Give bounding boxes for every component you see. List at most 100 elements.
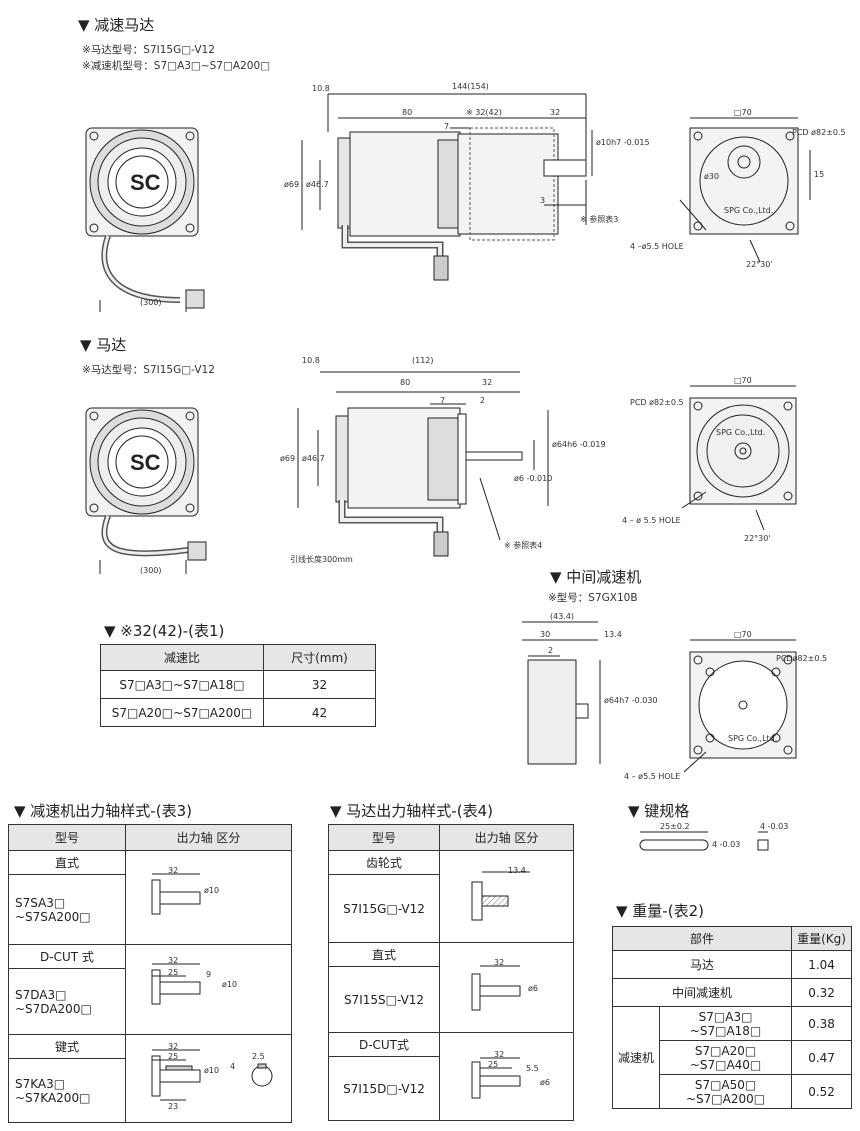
m-ref4: ※ 参照表4 bbox=[504, 541, 543, 550]
gm-dim-shaft: ø10h7 -0.015 bbox=[596, 138, 650, 147]
table1-header: 减速比 bbox=[100, 644, 264, 671]
gh-dim-434: (43.4) bbox=[550, 612, 575, 621]
gearmotor-note1: ※马达型号：S7I15G□-V12 bbox=[82, 44, 215, 56]
weight-cell: 马达 bbox=[611, 950, 793, 979]
table3-title: ▼ 减速机出力轴样式-(表3) bbox=[14, 802, 192, 820]
table4-sketch-cell bbox=[439, 850, 574, 943]
gm-dim-467: ø46.7 bbox=[306, 180, 329, 189]
m-sq70: □70 bbox=[734, 376, 752, 385]
table3-model-line: S7SA3□ bbox=[15, 895, 66, 910]
m-dim-6: ø6 -0.010 bbox=[514, 474, 553, 483]
gm-dim-32: 32 bbox=[550, 108, 561, 117]
table3-model-line: ~S7DA200□ bbox=[15, 1001, 92, 1016]
svg-text:SC: SC bbox=[130, 450, 161, 475]
t3-s2-d1: 32 bbox=[168, 1042, 179, 1051]
m-dim-2: 2 bbox=[480, 396, 486, 405]
gm-d30: ø30 bbox=[704, 172, 720, 181]
gm-dim-144: 144(154) bbox=[452, 82, 489, 91]
key-len: 25±0.2 bbox=[660, 822, 690, 831]
m-dim-69: ø69 bbox=[280, 454, 296, 463]
gh-dim-2: 2 bbox=[548, 646, 554, 655]
table1-cell: S7□A20□~S7□A200□ bbox=[100, 698, 264, 727]
m-dim-467: ø46.7 bbox=[302, 454, 325, 463]
table4-sketch-cell bbox=[439, 942, 574, 1033]
key-sketch bbox=[639, 831, 769, 851]
gm-cable: (300) bbox=[140, 298, 162, 307]
weight-cell: 0.47 bbox=[791, 1040, 852, 1075]
gearmotor-front-view bbox=[85, 127, 205, 312]
table3-model: S7DA3□ ~S7DA200□ bbox=[8, 968, 126, 1035]
table4-header: 型号 bbox=[328, 824, 440, 851]
t3-s2-d6: 2.5 bbox=[252, 1052, 265, 1061]
motor-title: ▼ 马达 bbox=[80, 336, 127, 354]
weight-cell: S7□A50□ ~S7□A200□ bbox=[658, 1074, 793, 1109]
gh-dim-64: ø64h7 -0.030 bbox=[604, 696, 658, 705]
motor-flange-view bbox=[681, 385, 797, 531]
table3-model-line: ~S7SA200□ bbox=[15, 909, 91, 924]
gearmotor-flange-view bbox=[679, 117, 811, 263]
gearhead-flange-view bbox=[683, 639, 797, 773]
gh-brand: SPG Co.,Ltd. bbox=[728, 734, 778, 743]
weight-table: 部件 重量(Kg) 马达 1.04 中间减速机 0.32 减速机 S7□A3□ … bbox=[611, 926, 852, 1109]
m-hole: 4 – ø 5.5 HOLE bbox=[622, 516, 681, 525]
key-title: ▼ 键规格 bbox=[628, 802, 690, 820]
table4: 型号 出力轴 区分 齿轮式 S7I15G□-V12 直式 S7I15S□-V12… bbox=[328, 824, 574, 1121]
m-dim-7: 7 bbox=[440, 396, 446, 405]
gm-dim-80: 80 bbox=[402, 108, 413, 117]
gh-hole: 4 – ø5.5 HOLE bbox=[624, 772, 681, 781]
gearmotor-side-view bbox=[301, 93, 593, 281]
weight-reducer-label: 减速机 bbox=[612, 1006, 660, 1109]
table1: 减速比 尺寸(mm) S7□A3□~S7□A18□ 32 S7□A20□~S7□… bbox=[100, 644, 376, 727]
weight-model-line: S7□A50□ bbox=[694, 1077, 757, 1092]
t3-s0-d1: 32 bbox=[168, 866, 179, 875]
t4-s1-d1: 32 bbox=[494, 958, 505, 967]
t3-s2-d5: 4 bbox=[230, 1062, 236, 1071]
gearhead-side-view bbox=[522, 621, 601, 765]
m-pcd: PCD ø82±0.5 bbox=[630, 398, 684, 407]
table3-kind: 键式 bbox=[8, 1034, 126, 1059]
m-cable: (300) bbox=[140, 566, 162, 575]
t3-s1-d3: 9 bbox=[206, 970, 212, 979]
m-dim-64: ø64h6 -0.019 bbox=[552, 440, 606, 449]
gh-dim-134: 13.4 bbox=[604, 630, 622, 639]
t3-s0-d2: ø10 bbox=[204, 886, 220, 895]
table4-sketch-cell bbox=[439, 1032, 574, 1121]
weight-model-line: S7□A20□ bbox=[694, 1043, 757, 1058]
motor-front-view bbox=[85, 407, 207, 574]
table1-cell: 42 bbox=[263, 698, 376, 727]
gm-dim-3: 3 bbox=[540, 196, 546, 205]
key-w: 4 -0.03 bbox=[712, 840, 741, 849]
gearhead-title: ▼ 中间减速机 bbox=[550, 568, 642, 586]
table4-kind: 齿轮式 bbox=[328, 850, 440, 875]
table3-kind: 直式 bbox=[8, 850, 126, 875]
weight-cell: 0.38 bbox=[791, 1006, 852, 1041]
table1-cell: S7□A3□~S7□A18□ bbox=[100, 670, 264, 699]
t4-s2-d3: 5.5 bbox=[526, 1064, 539, 1073]
t3-s2-d3: 23 bbox=[168, 1102, 179, 1111]
t3-s1-d2: 25 bbox=[168, 968, 179, 977]
t4-s0-d1: 13.4 bbox=[508, 866, 526, 875]
table3-header: 型号 bbox=[8, 824, 126, 851]
m-dim-108: 10.8 bbox=[302, 356, 320, 365]
weight-model-line: S7□A3□ bbox=[698, 1009, 753, 1024]
gh-dim-30: 30 bbox=[540, 630, 551, 639]
gearmotor-note2: ※减速机型号：S7□A3□~S7□A200□ bbox=[82, 60, 271, 72]
t3-s2-d2: 25 bbox=[168, 1052, 179, 1061]
t3-s1-d4: ø10 bbox=[222, 980, 238, 989]
gm-dim-32-42: ※ 32(42) bbox=[466, 108, 502, 117]
motor-note1: ※马达型号：S7I15G□-V12 bbox=[82, 364, 215, 376]
table1-header: 尺寸(mm) bbox=[263, 644, 376, 671]
m-lead: 引线长度300mm bbox=[290, 555, 353, 564]
table4-header: 出力轴 区分 bbox=[439, 824, 574, 851]
table3-model-line: S7KA3□ bbox=[15, 1076, 66, 1091]
gm-dim-7: 7 bbox=[444, 122, 450, 131]
weight-cell: S7□A3□ ~S7□A18□ bbox=[658, 1006, 793, 1041]
t4-s2-d1: 32 bbox=[494, 1050, 505, 1059]
gm-brand: SPG Co.,Ltd. bbox=[724, 206, 774, 215]
t4-s2-d2: 25 bbox=[488, 1060, 499, 1069]
t3-s1-d1: 32 bbox=[168, 956, 179, 965]
gearhead-note1: ※型号：S7GX10B bbox=[548, 592, 638, 604]
gm-angle: 22°30' bbox=[746, 260, 773, 269]
weight-title: ▼ 重量-(表2) bbox=[616, 902, 704, 920]
